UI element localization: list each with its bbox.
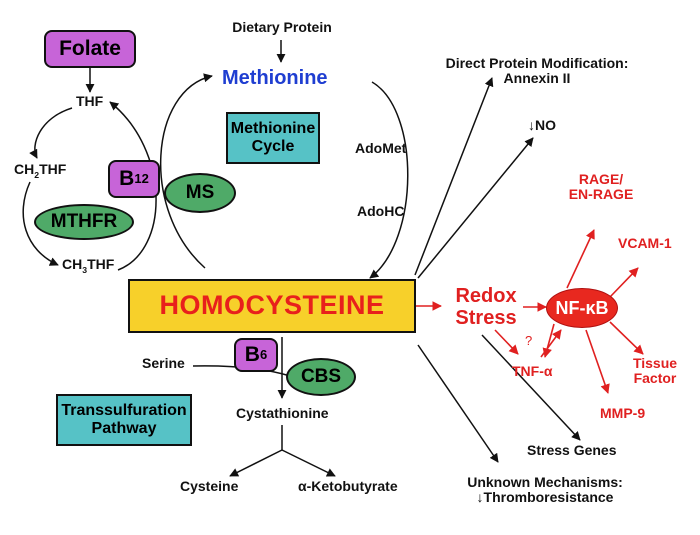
vcam-label: VCAM-1 [618, 235, 672, 251]
stress-genes-label: Stress Genes [527, 442, 617, 458]
transsulfuration-box: Transsulfuration Pathway [56, 394, 192, 446]
rage-label: RAGE/EN-RAGE [568, 171, 634, 203]
homocysteine-box: HOMOCYSTEINE [128, 279, 416, 333]
thf-label: THF [76, 93, 104, 109]
ms-ellipse: MS [164, 173, 236, 213]
question-mark: ? [525, 333, 533, 348]
adomet-label: AdoMet [355, 140, 407, 156]
dietary-protein-label: Dietary Protein [232, 19, 332, 35]
ketobutyrate-label: α-Ketobutyrate [298, 478, 398, 494]
unknown-mechanisms-label: Unknown Mechanisms:↓Thromboresistance [467, 474, 623, 506]
tnf-label: TNF-α [512, 363, 553, 379]
mthfr-ellipse: MTHFR [34, 204, 134, 240]
methionine-label: Methionine [222, 67, 328, 89]
ch3thf-label: CH3THF [62, 256, 115, 275]
adohc-label: AdoHC [357, 203, 405, 219]
methionine-cycle-box: Methionine Cycle [226, 112, 320, 164]
ch2thf-label: CH2THF [14, 161, 67, 180]
cbs-ellipse: CBS [286, 358, 356, 396]
cysteine-label: Cysteine [180, 478, 239, 494]
direct-protein-label: Direct Protein Modification:Annexin II [445, 55, 629, 87]
folate-box: Folate [44, 30, 136, 68]
serine-label: Serine [142, 355, 185, 371]
cystathionine-label: Cystathionine [236, 405, 329, 421]
mmp9-label: MMP-9 [600, 405, 646, 421]
nfkb-ellipse: NF-κB [546, 288, 618, 328]
no-label: ↓NO [528, 117, 556, 133]
